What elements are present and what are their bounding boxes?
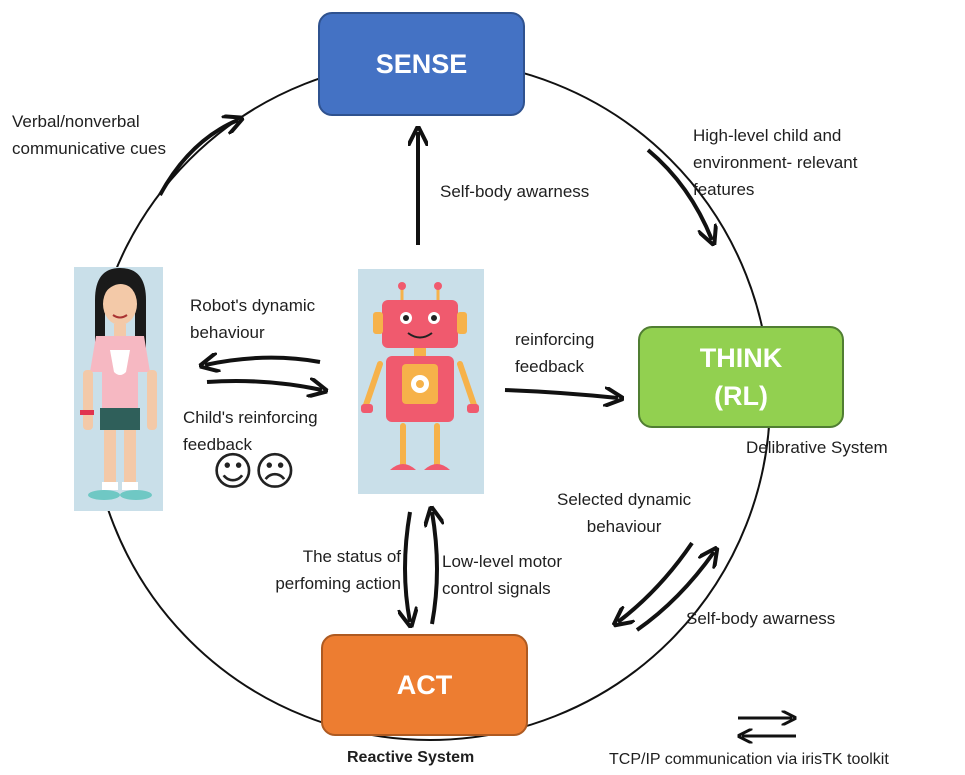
robot-dynamic-line2: behaviour [190, 323, 265, 342]
arrow-selected-behaviour [618, 541, 694, 622]
low-level-motor-label: Low-level motor control signals [442, 548, 562, 602]
verbal-cues-label: Verbal/nonverbal communicative cues [12, 108, 166, 162]
self-body-awareness-top-label: Self-body awarness [440, 182, 590, 201]
robot-dynamic-behaviour-label: Robot's dynamic behaviour [190, 292, 315, 346]
legend-text: TCP/IP communication via irisTK toolkit [609, 751, 889, 768]
sense-box: SENSE [318, 12, 525, 116]
robot-dynamic-line1: Robot's dynamic [190, 296, 316, 315]
sense-label: SENSE [375, 49, 468, 79]
high-level-line3: features [693, 180, 755, 199]
arrow-reinforcing-feedback [504, 390, 618, 398]
arrow-motor-up [432, 512, 437, 625]
verbal-cues-line1: Verbal/nonverbal [12, 112, 140, 131]
status-line2: perfoming action [275, 574, 401, 593]
selected-line1: Selected dynamic [557, 490, 692, 509]
self-body-awareness-bottom-label: Self-body awarness [686, 609, 836, 628]
think-box: THINK (RL) [638, 326, 844, 428]
reinforcing-feedback-label: reinforcing feedback [515, 326, 594, 380]
arrow-high-level-features [646, 148, 712, 240]
child-reinforcing-feedback-label: Child's reinforcing feedback [183, 404, 318, 458]
robot-illustration [361, 282, 479, 470]
child-reinforcing-line2: feedback [183, 435, 252, 454]
selected-line2: behaviour [586, 517, 662, 536]
high-level-line2: environment- relevant [693, 153, 858, 172]
act-label: ACT [396, 670, 453, 700]
verbal-cues-line2: communicative cues [12, 139, 167, 158]
low-level-line1: Low-level motor [442, 552, 562, 571]
act-box: ACT [321, 634, 528, 736]
selected-behaviour-label: Selected dynamic behaviour [557, 486, 691, 540]
child-illustration [80, 268, 157, 500]
deliberative-system-label: Delibrative System [746, 438, 888, 457]
think-label: THINK [699, 343, 783, 373]
happy-face-icon: ☺ [212, 449, 254, 495]
status-action-label: The status of perfoming action [249, 543, 401, 597]
arrow-child-to-robot [206, 381, 322, 390]
think-sublabel: (RL) [714, 381, 768, 411]
reactive-system-label: Reactive System [347, 749, 475, 766]
child-reinforcing-line1: Child's reinforcing [183, 408, 318, 427]
reinforcing-line2: feedback [515, 357, 584, 376]
arrow-self-body-awareness-up [635, 552, 714, 632]
sad-face-icon: ☹ [254, 449, 296, 495]
reinforcing-line1: reinforcing [515, 330, 595, 349]
low-level-line2: control signals [442, 579, 551, 598]
arrow-verbal-cues [158, 120, 238, 196]
arrow-status-down [405, 511, 410, 622]
arrow-robot-to-child [205, 358, 321, 365]
high-level-line1: High-level child and [693, 126, 842, 145]
status-line1: The status of [302, 547, 401, 566]
high-level-features-label: High-level child and environment- releva… [693, 122, 857, 203]
